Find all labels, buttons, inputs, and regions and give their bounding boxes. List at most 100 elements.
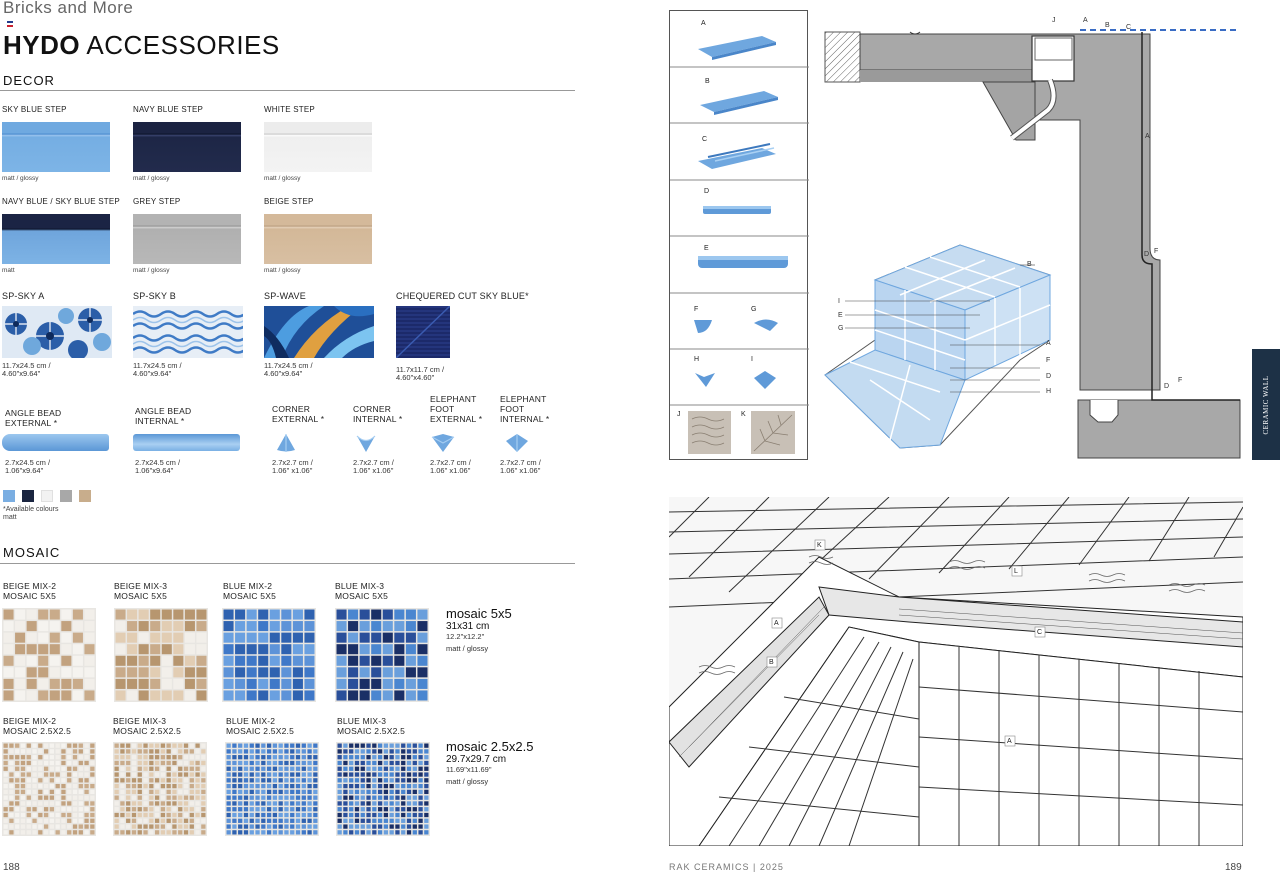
sky-blue-step-tile (2, 122, 110, 172)
diagram-label: G (838, 325, 843, 332)
acc-dims: 2.7x2.7 cm / (353, 458, 394, 467)
acc-dims: 1.06" x1.06" (500, 466, 541, 475)
legend-letter: K (741, 411, 746, 418)
step-label: WHITE STEP (264, 105, 315, 114)
sp-dims: 11.7x24.5 cm / (133, 361, 182, 370)
sp-dims: 4.60"x4.60" (396, 373, 435, 382)
sp-dims: 4.60"x9.64" (2, 369, 41, 378)
diagram-label: F (1046, 357, 1050, 364)
title-bold: HYDO (3, 30, 81, 60)
diagram-label: A (1046, 340, 1051, 347)
diagram-label: D (1046, 373, 1051, 380)
acc-dims: 1.06" x1.06" (272, 466, 313, 475)
angle-bead-internal-tile (133, 434, 240, 451)
legend-letter: C (702, 136, 708, 143)
mosaic-rule (0, 563, 575, 564)
diagram-label: A (1145, 133, 1150, 140)
title-rest: ACCESSORIES (80, 30, 280, 60)
sp-sky-b-tile (133, 306, 243, 358)
diagram-label: C (1126, 24, 1131, 31)
sp-dims: 11.7x24.5 cm / (264, 361, 313, 370)
diagram-label: B (1027, 261, 1032, 268)
colour-swatch (41, 490, 53, 502)
beige-step-tile (264, 214, 372, 264)
mosaic-5x5-name: mosaic 5x5 (446, 606, 512, 621)
grey-step-tile (133, 214, 241, 264)
diagram-label: F (1154, 248, 1158, 255)
page-title: HYDO ACCESSORIES (3, 30, 280, 61)
acc-dims: 2.7x2.7 cm / (272, 458, 313, 467)
diagram-label: I (838, 298, 840, 305)
acc-dims: 2.7x24.5 cm / (5, 458, 51, 467)
legend-letter: I (751, 356, 754, 363)
corner-internal-tile (356, 435, 376, 452)
acc-dims: 2.7x2.7 cm / (430, 458, 471, 467)
sp-label: SP-SKY B (133, 291, 176, 301)
colour-swatches (3, 490, 91, 502)
acc-dims: 1.06"x9.64" (135, 466, 174, 475)
corner-external-tile (277, 434, 295, 452)
legend-letter: G (751, 306, 757, 313)
mosaic-5x5-inch: 12.2"x12.2" (446, 632, 485, 641)
step-label: GREY STEP (133, 197, 181, 206)
step-finish: matt / glossy (133, 175, 170, 182)
step-finish: matt (2, 267, 15, 274)
blue-mix-2-2.5-mosaic (225, 742, 319, 836)
white-step-tile (264, 122, 372, 172)
mosaic-heading: MOSAIC (3, 545, 61, 560)
diagram-label: L (1014, 568, 1019, 575)
step-finish: matt / glossy (264, 267, 301, 274)
colour-swatch (3, 490, 15, 502)
legend-letter: E (704, 245, 709, 252)
step-label: BEIGE STEP (264, 197, 314, 206)
blue-mix-2-5x5-mosaic (222, 608, 316, 702)
acc-dims: 2.7x2.7 cm / (500, 458, 541, 467)
decor-heading: DECOR (3, 73, 55, 88)
navy-sky-step-tile (2, 214, 110, 264)
legend-letter: H (694, 356, 700, 363)
colour-swatch (60, 490, 72, 502)
available-colours-finish: matt (3, 514, 17, 521)
accessory-legend: A B C D E F G H I J K (669, 10, 809, 460)
footer-center: RAK CERAMICS | 2025 (669, 862, 784, 872)
diagram-label: C (1037, 629, 1043, 636)
sp-label: SP-SKY A (2, 291, 45, 301)
elephant-foot-internal-tile (506, 434, 528, 452)
mosaic-2.5-finish: matt / glossy (446, 777, 489, 786)
diagram-label: B (769, 659, 774, 666)
diagram-label: A (1007, 738, 1012, 745)
acc-dims: 1.06" x1.06" (430, 466, 471, 475)
chequered-cut-tile (396, 306, 450, 358)
step-label: SKY BLUE STEP (2, 105, 67, 114)
mosaic-2.5-inch: 11.69"x11.69" (446, 765, 492, 774)
sp-sky-a-tile (2, 306, 112, 358)
step-finish: matt / glossy (2, 175, 39, 182)
step-label: NAVY BLUE STEP (133, 105, 204, 114)
sp-dims: 4.60"x9.64" (264, 369, 303, 378)
step-finish: matt / glossy (133, 267, 170, 274)
mosaic-2.5-cm: 29.7x29.7 cm (446, 754, 507, 765)
page-number-left: 188 (3, 862, 20, 873)
mosaic-2.5-name: mosaic 2.5x2.5 (446, 739, 534, 754)
diagram-label: H (1046, 388, 1051, 395)
ceramic-wall-label: CERAMIC WALL (1262, 375, 1270, 434)
pool-perspective-drawing: K L A B C A (669, 497, 1243, 846)
flag-icon (7, 21, 13, 27)
diagram-label: J (1052, 17, 1056, 24)
ceramic-wall-tab[interactable]: CERAMIC WALL (1252, 349, 1280, 460)
legend-letter: D (704, 188, 710, 195)
mosaic-5x5-cm: 31x31 cm (446, 621, 490, 632)
page-number-right: 189 (1225, 862, 1242, 873)
beige-mix-3-2.5-mosaic (113, 742, 207, 836)
beige-mix-2-2.5-mosaic (2, 742, 96, 836)
colour-swatch (79, 490, 91, 502)
legend-letter: A (701, 20, 706, 27)
diagram-label: K (817, 542, 822, 549)
